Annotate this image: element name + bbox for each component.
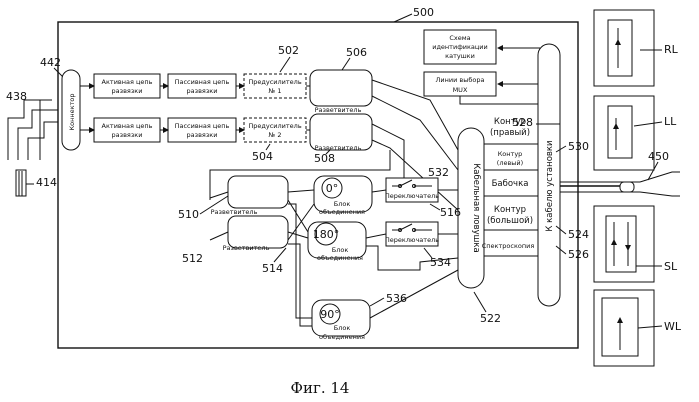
svg-text:Предусилитель: Предусилитель: [248, 78, 301, 86]
svg-text:развязки: развязки: [187, 131, 218, 139]
label-532: 532: [428, 166, 449, 179]
svg-text:Переключатель: Переключатель: [385, 192, 439, 200]
label-526: 526: [568, 248, 589, 261]
svg-text:RL: RL: [664, 43, 679, 56]
label-510: 510: [178, 208, 199, 221]
svg-text:(большой): (большой): [487, 216, 533, 226]
label-450: 450: [648, 150, 669, 163]
cable-trap-label: Кабельная ловушка: [471, 163, 481, 253]
svg-text:Пассивная цепь: Пассивная цепь: [175, 78, 230, 86]
svg-text:идентификации: идентификации: [432, 43, 488, 51]
label-504: 504: [252, 150, 273, 163]
label-516: 516: [440, 206, 461, 219]
svg-text:Бабочка: Бабочка: [492, 179, 529, 189]
svg-text:Схема: Схема: [449, 34, 470, 42]
svg-text:Активная цепь: Активная цепь: [102, 122, 153, 130]
svg-text:Разветвитель: Разветвитель: [223, 244, 270, 252]
coil-ll: [594, 96, 654, 170]
label-534: 534: [430, 256, 451, 269]
coil-wl: [594, 290, 654, 366]
svg-text:Разветвитель: Разветвитель: [315, 106, 362, 114]
svg-text:развязки: развязки: [112, 131, 143, 139]
svg-text:развязки: развязки: [187, 87, 218, 95]
svg-text:WL: WL: [664, 320, 682, 333]
svg-text:Разветвитель: Разветвитель: [211, 208, 258, 216]
svg-text:развязки: развязки: [112, 87, 143, 95]
svg-text:Блок: Блок: [334, 324, 351, 332]
svg-text:№ 2: № 2: [268, 131, 282, 139]
svg-text:Переключатель: Переключатель: [385, 236, 439, 244]
label-508: 508: [314, 152, 335, 165]
svg-text:Блок: Блок: [332, 246, 349, 254]
coil-sl: [594, 206, 654, 282]
svg-text:SL: SL: [664, 260, 678, 273]
svg-text:Разветвитель: Разветвитель: [315, 144, 362, 152]
label-506: 506: [346, 46, 367, 59]
svg-text:Блок: Блок: [334, 200, 351, 208]
connector-label: Коннектор: [68, 94, 76, 131]
svg-text:Контур: Контур: [494, 205, 526, 215]
splitter-3: [228, 176, 288, 208]
label-438: 438: [6, 90, 27, 103]
svg-text:№ 1: № 1: [268, 87, 282, 95]
label-514: 514: [262, 262, 283, 275]
svg-text:Пассивная цепь: Пассивная цепь: [175, 122, 230, 130]
coil-rl: [594, 10, 654, 86]
svg-text:MUX: MUX: [453, 86, 468, 94]
label-502: 502: [278, 44, 299, 57]
label-442: 442: [40, 56, 61, 69]
svg-text:(правый): (правый): [490, 128, 530, 138]
svg-text:180°: 180°: [313, 228, 340, 241]
svg-text:Контур: Контур: [498, 150, 523, 158]
label-522: 522: [480, 312, 501, 325]
svg-text:катушки: катушки: [445, 52, 475, 60]
svg-text:0°: 0°: [326, 182, 339, 195]
svg-text:(левый): (левый): [497, 159, 523, 167]
label-528: 528: [512, 116, 533, 129]
svg-text:Спектроскопия: Спектроскопия: [482, 242, 535, 250]
label-530: 530: [568, 140, 589, 153]
svg-text:объединения: объединения: [317, 254, 363, 262]
system-cable-label: К кабелю установки: [545, 140, 555, 231]
figure-caption: Фиг. 14: [291, 379, 350, 397]
svg-text:90°: 90°: [320, 308, 340, 321]
splitter-1: [310, 70, 372, 106]
label-524: 524: [568, 228, 589, 241]
label-512: 512: [182, 252, 203, 265]
svg-text:объединения: объединения: [319, 208, 365, 216]
svg-text:LL: LL: [664, 115, 677, 128]
svg-text:Предусилитель: Предусилитель: [248, 122, 301, 130]
label-500: 500: [413, 6, 434, 19]
svg-text:Активная цепь: Активная цепь: [102, 78, 153, 86]
svg-text:объединения: объединения: [319, 333, 365, 341]
label-414: 414: [36, 176, 57, 189]
svg-text:Линии выбора: Линии выбора: [436, 76, 485, 84]
